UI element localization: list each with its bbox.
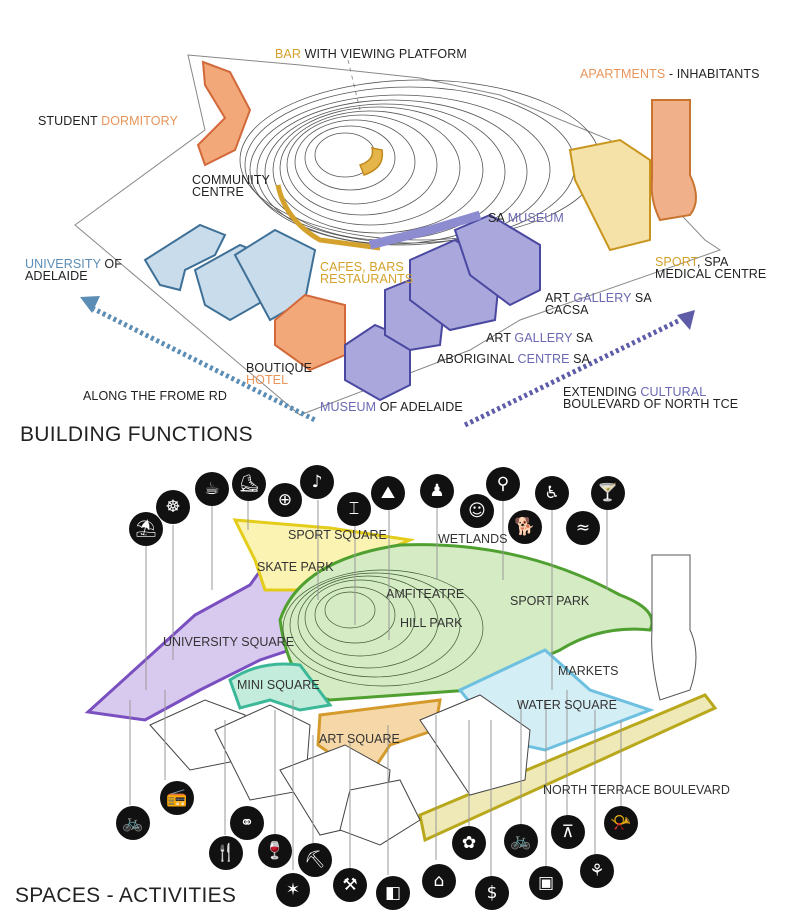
- site-outline: [74, 54, 722, 416]
- coffee-icon: ☕: [195, 472, 229, 506]
- zone-label-art-square: ART SQUARE: [319, 732, 400, 746]
- zone-label-skate-park: SKATE PARK: [257, 560, 334, 574]
- zone-label-hill-park: HILL PARK: [400, 616, 463, 630]
- label-frome: ALONG THE FROME RD: [83, 389, 227, 403]
- label-bar: BAR WITH VIEWING PLATFORM: [275, 47, 467, 61]
- audience-icon: ♟: [420, 474, 454, 508]
- football-field-icon: ⊕: [268, 483, 302, 517]
- dancing-icon: ♪: [300, 465, 334, 499]
- restaurant-icon: 🍴: [209, 836, 243, 870]
- stroller-icon: ⚲: [486, 467, 520, 501]
- picnic-icon: ⊼: [551, 815, 585, 849]
- acrobatics-icon: ✶: [276, 873, 310, 907]
- tower-outline: [651, 554, 697, 701]
- zone-label-university-square: UNIVERSITY SQUARE: [163, 635, 295, 649]
- title-building-functions: BUILDING FUNCTIONS: [20, 423, 253, 446]
- puzzle-icon: ◧: [376, 876, 410, 910]
- apartments-tower: [650, 99, 697, 222]
- cycling-icon: 🚲: [116, 806, 150, 840]
- student-dormitory: [196, 60, 252, 167]
- label-dormitory: STUDENT DORMITORY: [38, 114, 178, 128]
- building-functions-diagram: [74, 54, 722, 428]
- zone-label-amfiteatre: AMFITEATRE: [386, 587, 465, 601]
- label-apartments: APARTMENTS - INHABITANTS: [580, 67, 760, 81]
- zone-label-north-terrace: NORTH TERRACE BOULEVARD: [543, 783, 730, 797]
- music-icon: 📻: [160, 781, 194, 815]
- label-aboriginal: ABORIGINAL CENTRE SA: [437, 352, 590, 366]
- market-stall-icon: $: [475, 876, 509, 910]
- accessible-icon: ♿: [535, 476, 569, 510]
- workshop-icon: ⚒: [333, 868, 367, 902]
- swimming-icon: ≈: [566, 511, 600, 545]
- label-sa-museum: SA MUSEUM: [488, 211, 564, 225]
- frome-arrowhead: [80, 296, 100, 313]
- zone-label-wetlands: WETLANDS: [438, 532, 508, 546]
- apartments-podium: [568, 138, 651, 252]
- bar-viewing-platform: [359, 147, 384, 176]
- water-play-icon: ⚘: [580, 854, 614, 888]
- label-art-gallery: ART GALLERY SA: [486, 331, 593, 345]
- flower-icon: ✿: [452, 826, 486, 860]
- zone-label-mini-square: MINI SQUARE: [237, 678, 320, 692]
- rollerblading-icon: ⛸: [232, 467, 266, 501]
- zone-label-sport-square: SPORT SQUARE: [288, 528, 387, 542]
- hiking-icon: ⛏: [298, 843, 332, 877]
- zone-label-sport-park: SPORT PARK: [510, 594, 590, 608]
- wine-icon: 🍷: [258, 834, 292, 868]
- label-museum-adelaide: MUSEUM OF ADELAIDE: [320, 400, 463, 414]
- university-buildings: [143, 223, 317, 322]
- horn-icon: 📯: [604, 806, 638, 840]
- outdoor-gym-icon: ⌶: [337, 492, 371, 526]
- cafes-edge: [275, 184, 381, 251]
- title-spaces-activities: SPACES - ACTIVITIES: [15, 884, 237, 907]
- zone-label-water-square: WATER SQUARE: [517, 698, 618, 712]
- dog-walking-icon: 🐕: [508, 510, 542, 544]
- buildings-outline: [149, 694, 531, 846]
- pavilion-icon: ⌂: [422, 864, 456, 898]
- zone-label-markets: MARKETS: [558, 664, 619, 678]
- cultural-arrowhead: [677, 310, 695, 330]
- bar-leader: [347, 59, 361, 111]
- sunbathing-icon: ⛱: [129, 512, 163, 546]
- museum-cluster: [344, 210, 541, 402]
- family-icon: ☺: [460, 494, 494, 528]
- icon-leaders: [129, 500, 622, 880]
- dining-table-icon: ⚭: [230, 806, 264, 840]
- cultural-arrow: [463, 317, 682, 428]
- bicycle-icon: 🚲: [504, 824, 538, 858]
- cinema-icon: ▣: [529, 866, 563, 900]
- climbing-icon: ⛰: [371, 476, 405, 510]
- meditation-icon: ☸: [156, 490, 190, 524]
- cocktail-bar-icon: 🍸: [591, 476, 625, 510]
